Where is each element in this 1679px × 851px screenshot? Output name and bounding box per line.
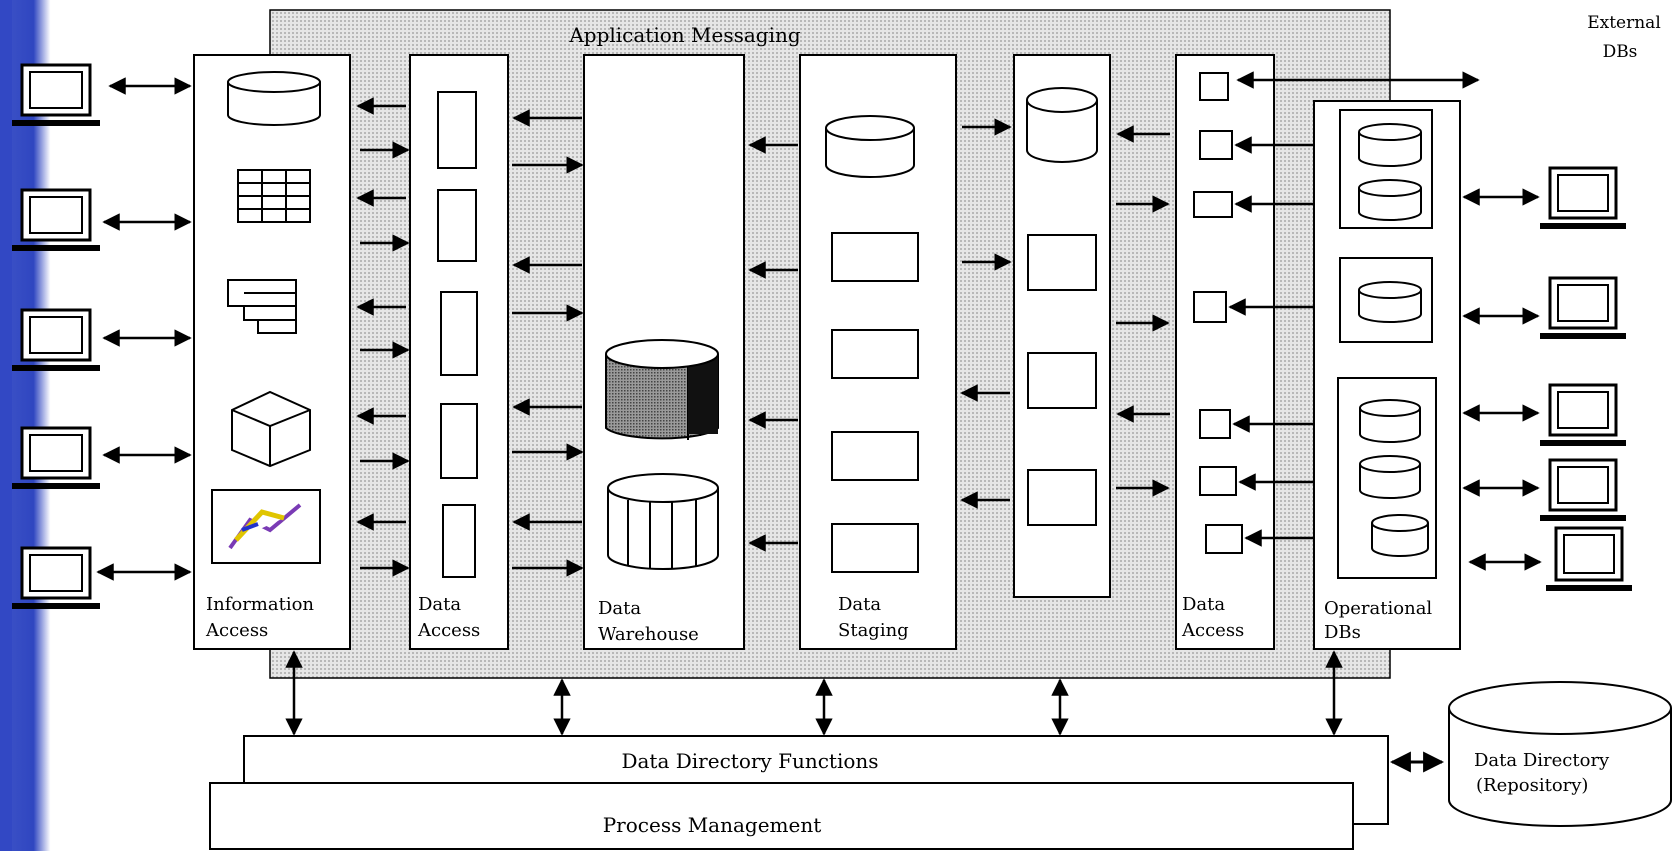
staging-box	[831, 232, 919, 282]
access-port	[1199, 466, 1237, 496]
laptop-icon	[1540, 383, 1626, 446]
laptop-icon	[1546, 526, 1632, 591]
data-access-left-label-1: Data	[418, 594, 461, 615]
laptop-icon	[12, 426, 100, 489]
data-access-right-label-1: Data	[1182, 594, 1225, 615]
access-module	[440, 291, 478, 376]
cube-icon	[231, 390, 311, 468]
repository-label-2: (Repository)	[1476, 775, 1588, 796]
external-dbs-label-1: External	[1587, 13, 1661, 33]
access-port	[1199, 130, 1233, 160]
database-icon	[1026, 87, 1098, 163]
warehouse-cylinder-partitioned	[607, 473, 719, 570]
database-icon	[1359, 455, 1421, 499]
information-access-label-1: Information	[206, 594, 314, 615]
process-management-label: Process Management	[603, 813, 822, 837]
staging-box	[831, 329, 919, 379]
database-icon	[227, 71, 321, 126]
store-box	[1027, 352, 1097, 409]
laptop-icon	[12, 188, 100, 251]
laptop-icon	[1540, 276, 1626, 339]
data-warehouse-label-1: Data	[598, 598, 641, 619]
data-staging-label-2: Staging	[838, 620, 909, 641]
access-port	[1205, 524, 1243, 554]
database-icon	[1371, 514, 1429, 557]
database-icon	[825, 115, 915, 178]
application-messaging-label: Application Messaging	[568, 23, 801, 47]
access-port	[1193, 291, 1227, 323]
chart-image-icon	[211, 489, 321, 564]
data-access-right-label-2: Access	[1181, 620, 1244, 641]
access-module	[442, 504, 476, 578]
access-port	[1193, 191, 1233, 218]
operational-dbs-label-2: DBs	[1324, 622, 1361, 643]
process-management-bar	[209, 782, 1354, 850]
laptop-icon	[12, 63, 100, 126]
operational-dbs-label-1: Operational	[1324, 598, 1432, 619]
report-icon	[227, 279, 297, 334]
table-icon	[237, 169, 311, 223]
repository-cylinder	[1448, 681, 1672, 827]
store-box	[1027, 234, 1097, 291]
laptop-icon	[1540, 458, 1626, 521]
laptop-icon	[12, 546, 100, 609]
data-access-left-label-2: Access	[417, 620, 480, 641]
database-icon	[1358, 281, 1422, 323]
database-icon	[1358, 179, 1422, 221]
staging-box	[831, 431, 919, 481]
access-module	[437, 189, 477, 262]
repository-label-1: Data Directory	[1474, 750, 1610, 771]
access-port	[1199, 409, 1231, 439]
access-module	[437, 91, 477, 169]
database-icon	[1359, 399, 1421, 443]
data-warehouse-label-2: Warehouse	[598, 624, 699, 645]
store-box	[1027, 469, 1097, 526]
staging-box	[831, 523, 919, 573]
external-dbs-label-2: DBs	[1603, 42, 1638, 62]
access-module	[440, 403, 478, 479]
data-staging-label-1: Data	[838, 594, 881, 615]
database-icon	[1358, 123, 1422, 167]
slide-edge	[0, 0, 12, 851]
laptop-icon	[1540, 166, 1626, 229]
data-directory-functions-label: Data Directory Functions	[621, 749, 878, 773]
information-access-label-2: Access	[205, 620, 268, 641]
access-port	[1199, 72, 1229, 101]
laptop-icon	[12, 308, 100, 371]
warehouse-cylinder-shaded	[605, 339, 719, 440]
